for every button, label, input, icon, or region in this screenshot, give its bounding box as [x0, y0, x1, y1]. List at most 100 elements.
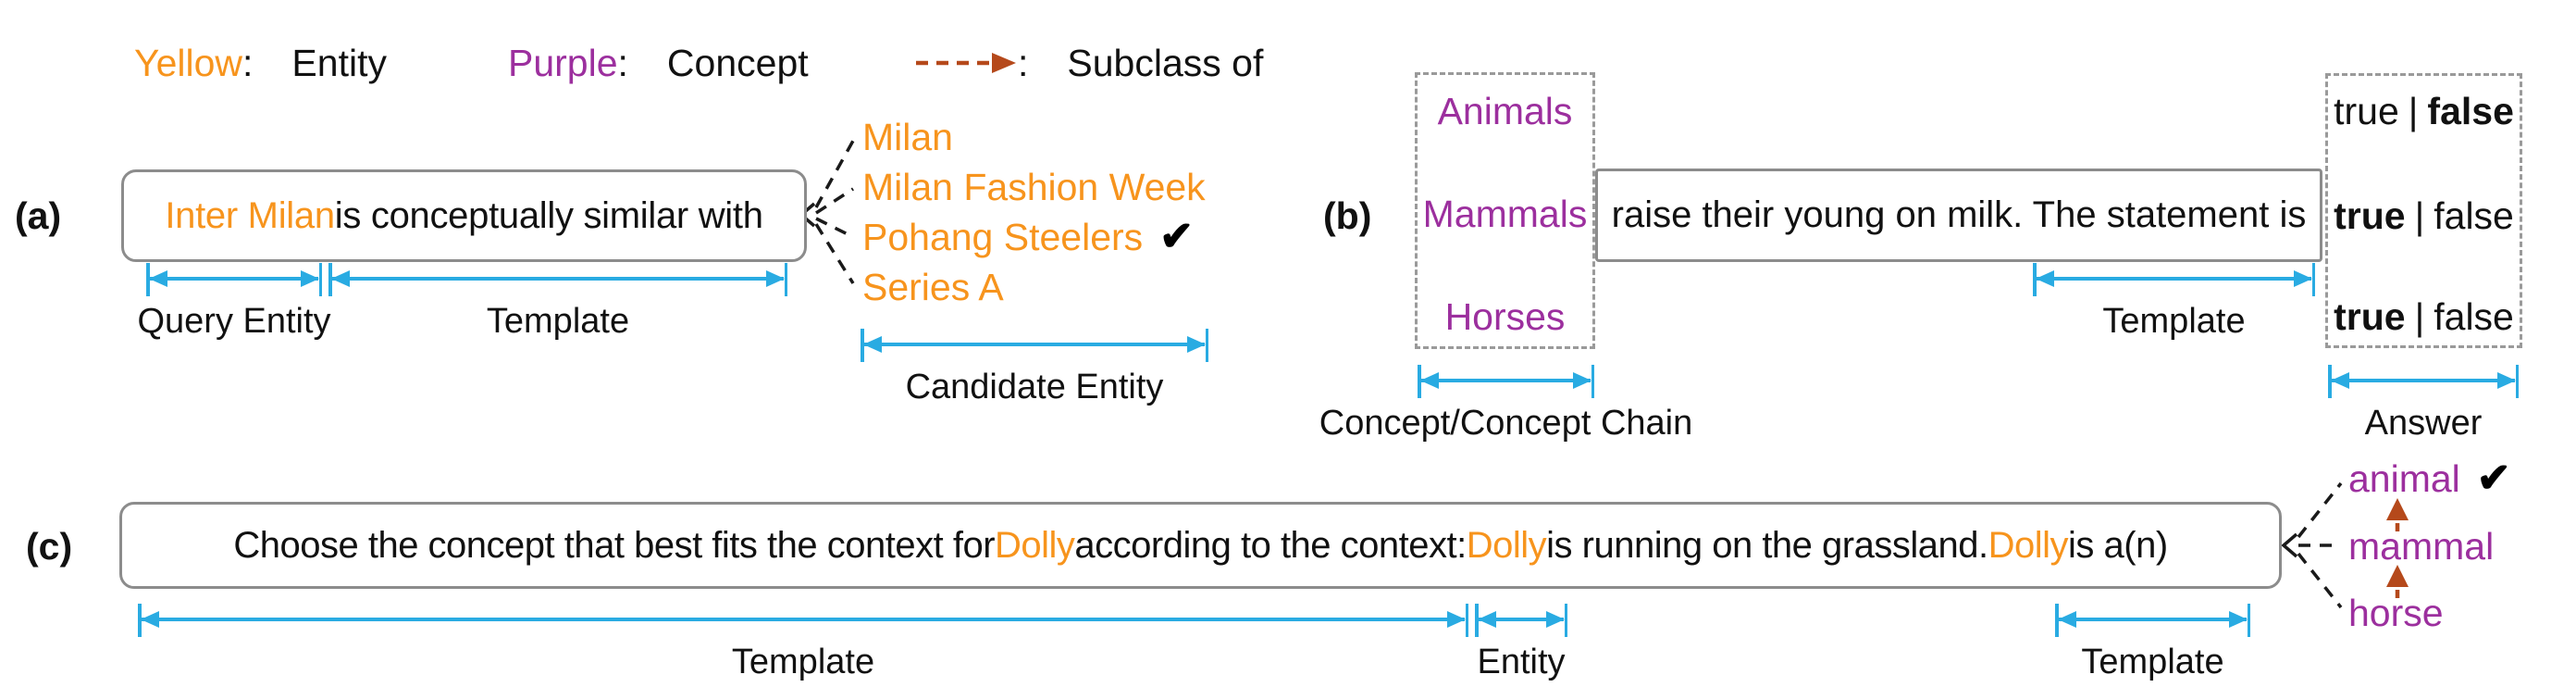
measure-line: [863, 336, 1206, 352]
measure-template-c-right: Template: [2055, 604, 2250, 681]
prompt-box-c: Choose the concept that best fits the co…: [119, 502, 2282, 589]
measure-concept-chain: Concept/Concept Chain: [1319, 365, 1692, 443]
measure-tick: [1205, 329, 1208, 362]
measure-label: Template: [731, 643, 875, 681]
measure-label: Template: [2081, 643, 2224, 681]
measure-label: Candidate Entity: [905, 368, 1164, 406]
dashed-arrow-icon: [916, 53, 1016, 73]
answer-true: true: [2334, 194, 2406, 237]
check-icon: ✔: [1159, 214, 1195, 259]
measure-label: Template: [486, 302, 630, 341]
measure-line: [1420, 372, 1591, 388]
candidate-name: Milan Fashion Week: [862, 165, 1206, 208]
candidate-name: Milan: [862, 115, 953, 158]
measure-line: [141, 611, 1466, 627]
fan-arrowhead-icon: [2281, 532, 2298, 558]
measure-label: Answer: [2364, 404, 2483, 443]
measure-tick: [138, 604, 142, 637]
check-icon: ✔: [2476, 456, 2511, 501]
measure-tick: [328, 263, 332, 296]
concept-name: animal: [2348, 456, 2460, 500]
candidate-fan: [799, 140, 855, 284]
concept-item: animal ✔: [2348, 456, 2511, 501]
measure-tick: [2311, 263, 2315, 296]
measure-tick: [861, 329, 864, 362]
measure-line: [2331, 372, 2516, 388]
measure-template-c-left: Template: [138, 604, 1468, 681]
measure-candidate-entity: Candidate Entity: [861, 329, 1208, 406]
concept-name: horse: [2348, 591, 2444, 634]
colon: :: [617, 41, 628, 84]
measure-tick: [2033, 263, 2037, 296]
answer-box: [2325, 73, 2522, 348]
measure-tick: [2055, 604, 2059, 637]
fan-line: [814, 140, 855, 208]
answer-true: true: [2334, 90, 2399, 132]
measure-label: Template: [2102, 302, 2246, 341]
answer-row: true|false: [2325, 194, 2522, 238]
legend-concept-color: Purple: Concept: [508, 39, 809, 87]
panel-c-label: (c): [26, 525, 73, 568]
template-text: according to the context:: [1074, 524, 1467, 566]
template-text: Choose the concept that best fits the co…: [233, 524, 996, 566]
concept-chain-box: [1415, 72, 1595, 349]
answer-false: false: [2434, 295, 2514, 338]
entity-text: Dolly: [1466, 524, 1547, 566]
prompt-box-a: Inter Milan is conceptually similar with: [121, 169, 807, 262]
colon: :: [242, 41, 254, 84]
fan-line: [815, 217, 854, 239]
measure-line: [2036, 270, 2312, 286]
measure-template-a: Template: [328, 263, 787, 341]
measure-tick: [1564, 604, 1567, 637]
measure-label: Entity: [1477, 643, 1566, 681]
prompt-box-b: raise their young on milk. The statement…: [1595, 169, 2322, 262]
measure-label: Concept/Concept Chain: [1319, 404, 1693, 443]
concept-item: horse: [2348, 591, 2444, 635]
measure-label: Query Entity: [137, 302, 331, 341]
measure-tick: [318, 263, 322, 296]
panel-a-label: (a): [15, 194, 62, 237]
fan-line: [2297, 552, 2343, 609]
measure-line: [2058, 611, 2248, 627]
legend-subclass-arrow: : Subclass of: [914, 39, 1263, 87]
answer-false: false: [2427, 90, 2514, 132]
measure-tick: [1591, 365, 1594, 398]
measure-tick: [2328, 365, 2332, 398]
measure-tick: [1418, 365, 1421, 398]
candidate-item: Milan: [862, 112, 953, 162]
concept-item: mammal: [2348, 524, 2494, 568]
legend-purple-term: Purple: [508, 41, 618, 84]
measure-tick: [2515, 365, 2519, 398]
fan-line: [815, 187, 854, 215]
measure-line: [1478, 611, 1565, 627]
arrowhead-icon: [2386, 498, 2409, 520]
concept-name: mammal: [2348, 524, 2495, 568]
concept-fan: [2281, 481, 2343, 609]
measure-tick: [1475, 604, 1479, 637]
panel-b-label: (b): [1323, 194, 1372, 237]
legend-yellow-meaning: Entity: [291, 41, 387, 84]
candidate-name: Pohang Steelers: [862, 215, 1144, 258]
template-text: is running on the grassland.: [1546, 524, 1988, 566]
concept-chain-item: Mammals: [1422, 193, 1588, 235]
legend-purple-meaning: Concept: [666, 41, 809, 84]
fan-line: [814, 223, 855, 284]
candidate-item: Series A: [862, 262, 1004, 312]
measure-tick: [784, 263, 787, 296]
answer-separator: |: [2408, 90, 2419, 132]
legend-yellow-term: Yellow: [134, 41, 243, 84]
measure-line: [149, 270, 319, 286]
measure-tick: [146, 263, 150, 296]
entity-text: Dolly: [995, 524, 1075, 566]
answer-false: false: [2434, 194, 2514, 237]
measure-answer: Answer: [2328, 365, 2519, 443]
candidate-item: Milan Fashion Week: [862, 162, 1206, 212]
answer-true: true: [2334, 295, 2406, 338]
answer-separator: |: [2414, 194, 2425, 237]
colon: :: [1018, 41, 1029, 84]
fan-line: [2297, 481, 2343, 539]
concept-chain-item: Animals: [1437, 90, 1573, 132]
measure-tick: [1465, 604, 1468, 637]
measure-template-b: Template: [2033, 263, 2315, 341]
